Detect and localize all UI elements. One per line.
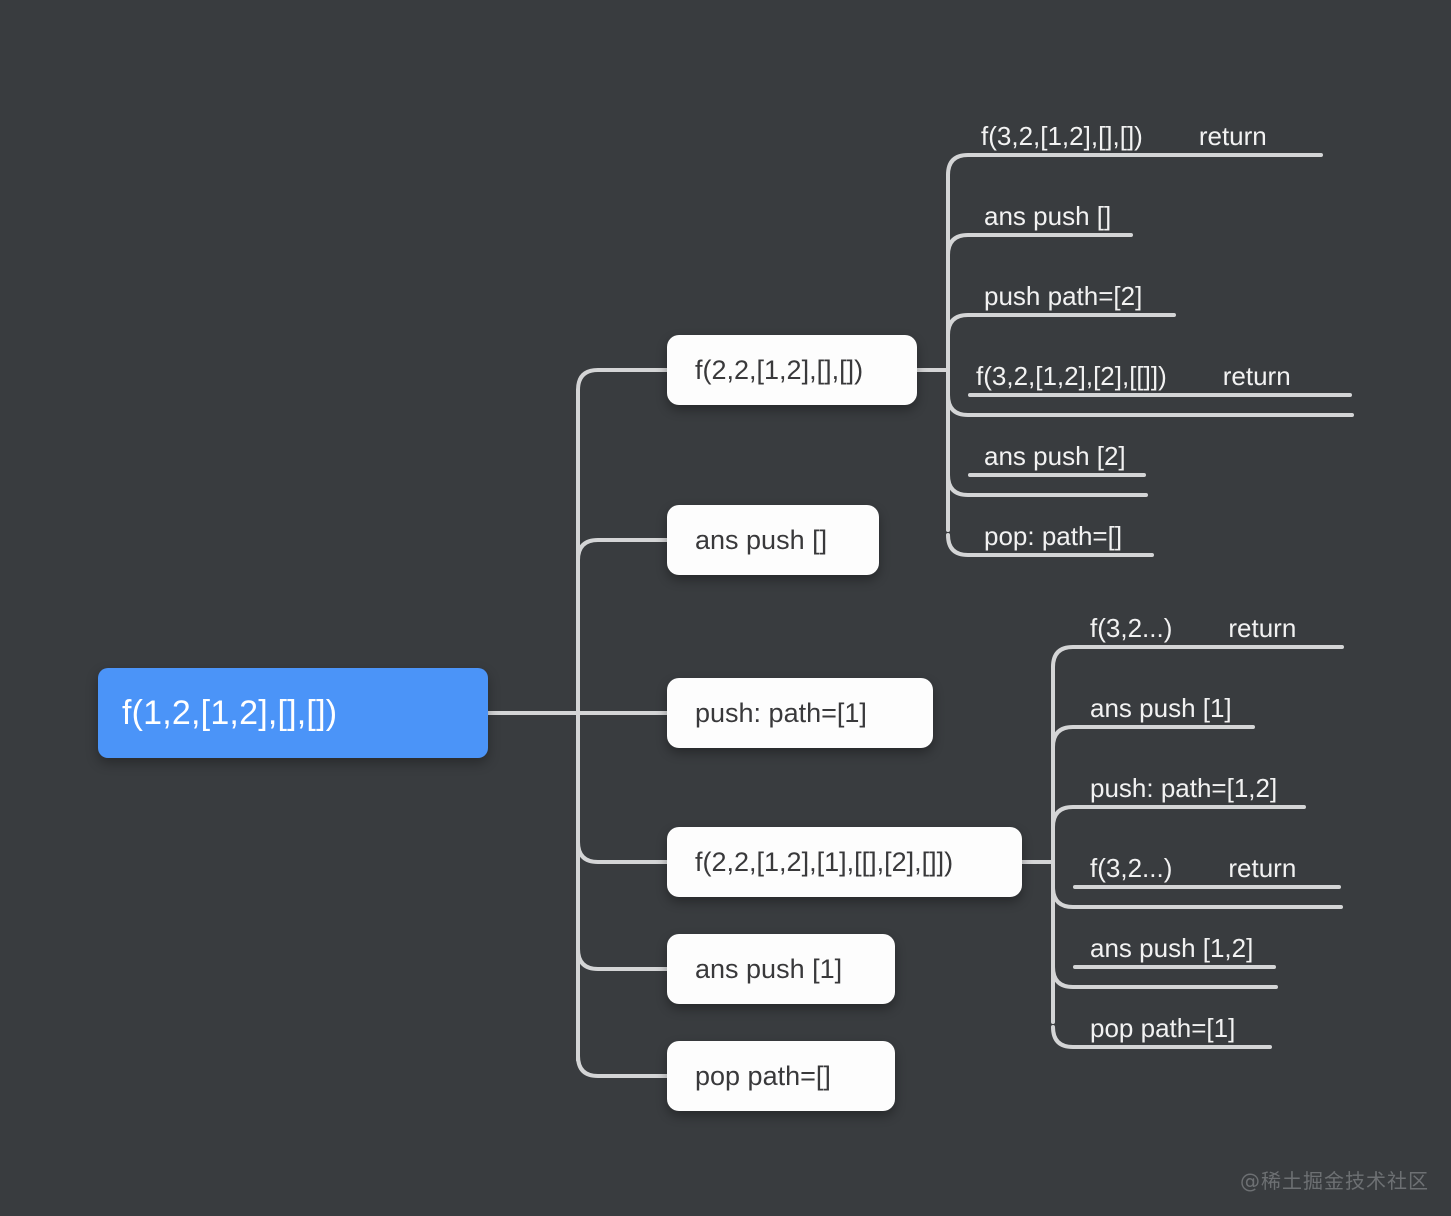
edge-branch1-child-2 (946, 233, 1133, 257)
edge-branch4-child-5 (1051, 965, 1278, 989)
leaf-node-b1-c4-label: f(3,2,[1,2],[2],[[]]) (976, 361, 1167, 391)
leaf-node-b1-c6-label: pop: path=[] (984, 521, 1123, 551)
leaf-node-b1-c3-label: push path=[2] (984, 281, 1143, 311)
root-node-label: f(1,2,[1,2],[],[]) (122, 693, 338, 732)
edge-to-branch-1 (576, 368, 669, 392)
edge-branch1-child-1 (946, 153, 1323, 177)
leaf-underline-b1-c2 (968, 233, 1131, 237)
leaf-underline-b4-c6 (1073, 1045, 1270, 1049)
leaf-node-b4-c2[interactable]: ans push [1] (1090, 680, 1232, 724)
leaf-underline-b4-c1 (1073, 645, 1342, 649)
edge-branch1-child-3 (946, 313, 1176, 337)
branch-node-6[interactable]: pop path=[] (667, 1041, 895, 1111)
edge-branch4-child-4 (1051, 885, 1343, 909)
leaf-node-b1-c2-label: ans push [] (984, 201, 1112, 231)
leaf-node-b4-c5-label: ans push [1,2] (1090, 933, 1254, 963)
leaf-node-b4-c5[interactable]: ans push [1,2] (1090, 920, 1253, 964)
leaf-underline-b1-c6 (968, 553, 1152, 557)
edge-to-branch-6 (576, 1054, 669, 1078)
branch-node-3[interactable]: push: path=[1] (667, 678, 933, 748)
leaf-underline-b1-c1 (968, 153, 1321, 157)
leaf-node-b4-c3[interactable]: push: path=[1,2] (1090, 760, 1277, 804)
branch-node-3-label: push: path=[1] (695, 697, 867, 728)
leaf-underline-b1-c4 (968, 393, 1352, 397)
leaf-node-b1-c5[interactable]: ans push [2] (984, 428, 1126, 472)
leaf-node-b4-c4-label: f(3,2...) (1090, 853, 1173, 883)
leaf-node-b1-c1-label: f(3,2,[1,2],[],[]) (981, 121, 1143, 151)
edge-to-branch-2 (576, 538, 669, 562)
leaf-node-b4-c1[interactable]: f(3,2...) return (1090, 600, 1296, 644)
leaf-node-b1-c2[interactable]: ans push [] (984, 188, 1111, 232)
leaf-node-b4-c2-label: ans push [1] (1090, 693, 1232, 723)
leaf-node-b1-c5-label: ans push [2] (984, 441, 1126, 471)
leaf-node-b4-c4-return: return (1228, 853, 1297, 883)
leaf-node-b1-c4-return: return (1222, 361, 1291, 391)
branch-node-2-label: ans push [] (695, 524, 828, 555)
leaf-node-b4-c6[interactable]: pop path=[1] (1090, 1000, 1235, 1044)
branch-node-4[interactable]: f(2,2,[1,2],[1],[[],[2],[]]) (667, 827, 1022, 897)
leaf-node-b1-c1[interactable]: f(3,2,[1,2],[],[]) return (981, 108, 1267, 152)
branch-node-5[interactable]: ans push [1] (667, 934, 895, 1004)
branch-node-5-label: ans push [1] (695, 953, 843, 984)
edge-branch1-child-4 (946, 393, 1354, 417)
leaf-underline-b4-c5 (1073, 965, 1276, 969)
root-node[interactable]: f(1,2,[1,2],[],[]) (98, 668, 488, 758)
leaf-node-b1-c4[interactable]: f(3,2,[1,2],[2],[[]]) return (976, 348, 1291, 392)
branch-node-1-label: f(2,2,[1,2],[],[]) (695, 354, 864, 385)
edge-branch4-child-2 (1051, 725, 1255, 749)
leaf-node-b1-c1-return: return (1198, 121, 1267, 151)
leaf-node-b1-c3[interactable]: push path=[2] (984, 268, 1142, 312)
leaf-underline-b4-c4 (1073, 885, 1341, 889)
edge-branch4-child-3 (1051, 805, 1306, 829)
leaf-underline-b1-c3 (968, 313, 1174, 317)
leaf-node-b4-c1-return: return (1228, 613, 1297, 643)
branch-node-2[interactable]: ans push [] (667, 505, 879, 575)
leaf-underline-b4-c3 (1073, 805, 1304, 809)
edge-branch4-child-1 (1051, 645, 1344, 669)
leaf-node-b4-c3-label: push: path=[1,2] (1090, 773, 1278, 803)
branch-node-1[interactable]: f(2,2,[1,2],[],[]) (667, 335, 917, 405)
edge-to-branch-5 (576, 947, 669, 971)
leaf-node-b4-c6-label: pop path=[1] (1090, 1013, 1236, 1043)
leaf-node-b4-c4[interactable]: f(3,2...) return (1090, 840, 1296, 884)
leaf-underline-b1-c5 (968, 473, 1146, 477)
leaf-node-b4-c1-label: f(3,2...) (1090, 613, 1173, 643)
branch-node-6-label: pop path=[] (695, 1060, 831, 1091)
leaf-node-b1-c6[interactable]: pop: path=[] (984, 508, 1122, 552)
watermark: @稀土掘金技术社区 (1240, 1169, 1429, 1193)
edge-branch1-child-5 (946, 473, 1148, 497)
edge-to-branch-4 (576, 840, 669, 864)
leaf-underline-b4-c2 (1073, 725, 1253, 729)
branch-node-4-label: f(2,2,[1,2],[1],[[],[2],[]]) (695, 846, 954, 877)
